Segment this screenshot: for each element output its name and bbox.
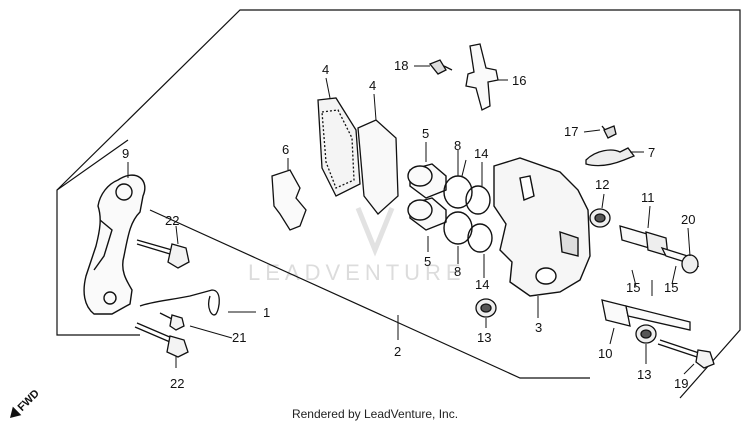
callout-5-upper: 5 bbox=[422, 126, 429, 141]
bolt-lower bbox=[134, 322, 189, 358]
callout-22-upper: 22 bbox=[165, 213, 179, 228]
assembly-outline bbox=[56, 9, 741, 399]
caliper-body bbox=[493, 157, 591, 297]
callout-10: 10 bbox=[598, 346, 612, 361]
callout-19: 19 bbox=[674, 376, 688, 391]
callout-15-right: 15 bbox=[664, 280, 678, 295]
callout-4-inner: 4 bbox=[369, 78, 376, 93]
brake-pad-inner bbox=[357, 119, 399, 215]
callout-15-left: 15 bbox=[626, 280, 640, 295]
watermark: LEADVENTURE bbox=[248, 207, 466, 285]
callout-8-upper: 8 bbox=[454, 138, 461, 153]
pin-boot bbox=[589, 208, 611, 228]
watermark-text: LEADVENTURE bbox=[248, 260, 466, 285]
hanger-plate bbox=[465, 43, 499, 111]
piston-seals bbox=[443, 175, 493, 253]
callout-12: 12 bbox=[595, 177, 609, 192]
callout-20: 20 bbox=[681, 212, 695, 227]
bleeder-cap bbox=[585, 147, 636, 167]
footer-credit: Rendered by LeadVenture, Inc. bbox=[291, 407, 459, 421]
callout-5-lower: 5 bbox=[424, 254, 431, 269]
bleeder-valve bbox=[601, 125, 617, 139]
retaining-spring bbox=[139, 289, 220, 316]
arrow-head-icon bbox=[10, 406, 22, 418]
callout-14-upper: 14 bbox=[474, 146, 488, 161]
callout-13-right: 13 bbox=[637, 367, 651, 382]
bolt-upper bbox=[136, 239, 190, 269]
callout-6: 6 bbox=[282, 142, 289, 157]
callout-16: 16 bbox=[512, 73, 526, 88]
pad-shim bbox=[271, 169, 307, 231]
callout-7: 7 bbox=[648, 145, 655, 160]
callout-21: 21 bbox=[232, 330, 246, 345]
callout-4-outer: 4 bbox=[322, 62, 329, 77]
piston-lower bbox=[407, 197, 447, 231]
pin-bolt bbox=[657, 339, 715, 369]
callout-18: 18 bbox=[394, 58, 408, 73]
boot-lower-right bbox=[635, 324, 657, 344]
callout-13-left: 13 bbox=[477, 330, 491, 345]
pad-pin-bolt bbox=[159, 312, 185, 331]
piston-upper bbox=[407, 163, 447, 199]
callout-9: 9 bbox=[122, 146, 129, 161]
callout-17: 17 bbox=[564, 124, 578, 139]
slide-pin-lower bbox=[601, 299, 691, 331]
callout-8-lower: 8 bbox=[454, 264, 461, 279]
callout-14-lower: 14 bbox=[475, 277, 489, 292]
pin-cap bbox=[681, 254, 699, 274]
callout-22-lower: 22 bbox=[170, 376, 184, 391]
callout-2: 2 bbox=[394, 344, 401, 359]
bracket-outline bbox=[56, 139, 140, 336]
brake-pad-outer bbox=[317, 97, 361, 197]
callout-3: 3 bbox=[535, 320, 542, 335]
callout-11: 11 bbox=[641, 190, 655, 205]
callout-1: 1 bbox=[263, 305, 270, 320]
caliper-outline bbox=[149, 209, 590, 379]
boot-lower-left bbox=[475, 298, 497, 318]
callout-labels: 1 2 3 4 4 5 5 6 7 8 8 9 10 11 12 13 13 1… bbox=[122, 58, 695, 391]
hose-bolt bbox=[428, 59, 453, 75]
leader-lines bbox=[127, 65, 695, 375]
caliper-bracket bbox=[83, 174, 146, 315]
